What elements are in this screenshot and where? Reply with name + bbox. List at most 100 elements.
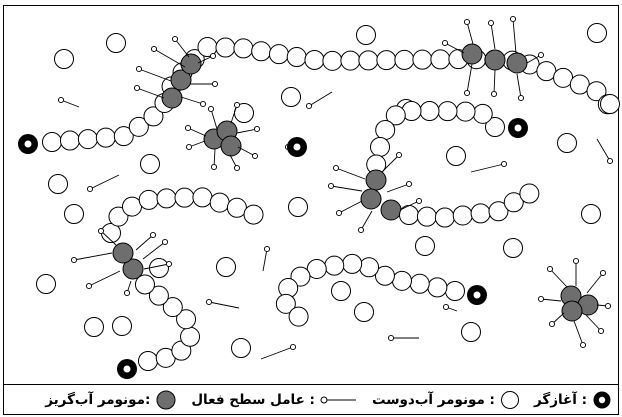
surfactant-tail (399, 200, 420, 211)
hydrophilic-monomer (446, 146, 466, 166)
surfactant-head (572, 257, 580, 265)
hydrophilic-monomer (268, 44, 289, 65)
hydrophilic-monomer (148, 285, 169, 306)
surfactant-head (517, 94, 525, 102)
hydrophilic-monomer (84, 317, 104, 337)
hydrophilic-monomer (174, 187, 195, 208)
hydrophilic-monomer (106, 33, 126, 53)
surfactant-icon (320, 393, 358, 407)
legend-item-hydrophobic-monomer: :مونومر آب‌گریز (45, 390, 177, 410)
hydrophilic-monomer (192, 187, 213, 208)
surfactant-tail (180, 96, 204, 105)
hydrophobic-monomer (180, 53, 202, 75)
hydrophilic-monomer (434, 207, 455, 228)
surfactant-tail (470, 163, 505, 173)
hydrophilic-monomer (149, 258, 169, 278)
hydrophilic-monomer (138, 351, 158, 371)
surfactant-head (57, 96, 65, 104)
surfactant-head (415, 197, 423, 205)
surfactant-head (70, 256, 78, 264)
surfactant-tail (444, 42, 465, 54)
hydrophilic-monomer (485, 117, 505, 137)
hydrophilic-monomer (138, 189, 159, 210)
hydrophilic-monomer (376, 50, 397, 71)
hydrophilic-monomer (324, 255, 345, 276)
surfactant-tail (143, 263, 170, 270)
hydrophilic-monomer (64, 204, 84, 224)
hydrophilic-monomer (216, 257, 236, 277)
hydrophilic-monomer (354, 302, 374, 322)
surfactant-tail (100, 230, 117, 246)
surfactant-tail (338, 200, 363, 214)
hydrophilic-monomer (385, 105, 406, 126)
surfactant-head (546, 265, 554, 273)
hydrophilic-monomer (455, 101, 476, 122)
surfactant-head (289, 343, 297, 351)
diagram-frame (3, 5, 620, 385)
surfactant-tail (135, 234, 154, 251)
hydrophilic-monomer (121, 196, 142, 217)
surfactant-head (387, 334, 395, 342)
hydrophilic-monomer (243, 204, 264, 225)
surfactant-head (537, 51, 545, 59)
surfactant-tail (88, 270, 121, 287)
surfactant-tail (60, 99, 80, 108)
surfactant-head (184, 124, 192, 132)
surfactant-tail (386, 183, 410, 193)
surfactant-head (490, 90, 498, 98)
hydrophilic-monomer (209, 192, 230, 213)
hydrophobic-monomer (112, 242, 134, 264)
hydrophilic-monomer (322, 50, 343, 71)
surfactant-tail (466, 63, 473, 94)
legend-item-hydrophilic-monomer: : مونومر آب‌دوست (372, 390, 520, 410)
surfactant-head (97, 227, 105, 235)
hydrophilic-monomer (470, 203, 491, 224)
initiator-core (24, 140, 32, 148)
surfactant-head (85, 282, 93, 290)
hydrophilic-monomer (536, 61, 557, 82)
hydrophobic-monomer (461, 43, 483, 65)
surfactant-head (463, 18, 471, 26)
hydrophilic-monomer (587, 23, 607, 43)
hydrophilic-monomer (472, 103, 493, 124)
hydrophilic-monomer (461, 322, 481, 342)
legend-label-initiator: : آغازگر (533, 391, 587, 408)
hydrophilic-monomer (600, 94, 620, 114)
hydrophilic-monomer (162, 297, 183, 318)
surfactant-head (211, 80, 219, 88)
hydrophilic-monomer (59, 130, 80, 151)
surfactant-head (606, 157, 614, 165)
hydrophilic-monomer (231, 338, 251, 358)
hydrophilic-monomer (488, 201, 509, 222)
initiator-core (473, 291, 481, 299)
surfactant-tail (89, 174, 120, 190)
surfactant-head (335, 209, 343, 217)
surfactant-tail (512, 18, 517, 54)
hydrophobic-monomer (561, 300, 583, 322)
hydrophilic-monomer (42, 132, 62, 152)
hydrophilic-monomer (77, 129, 98, 150)
hydrophilic-monomer (54, 49, 74, 69)
surfactant-tail (549, 268, 568, 288)
surfactant-head (161, 238, 169, 246)
hydrophilic-monomer (180, 326, 201, 347)
hydrophilic-monomer-icon (500, 390, 520, 410)
initiator-icon (592, 390, 612, 410)
surfactant-tail (236, 128, 258, 134)
surfactant-head (442, 303, 450, 311)
hydrophilic-monomer (399, 205, 419, 225)
hydrophilic-monomer (112, 316, 132, 336)
legend-item-initiator: : آغازگر (534, 390, 612, 410)
surfactant-tail (210, 108, 218, 130)
hydrophilic-monomer (419, 101, 440, 121)
hydrophilic-monomer (452, 205, 473, 226)
surfactant-head (207, 105, 215, 113)
surfactant-head (604, 302, 612, 310)
surfactant-tail (260, 346, 294, 360)
hydrophilic-monomer (95, 127, 116, 148)
hydrophilic-monomer (427, 277, 448, 298)
hydrophilic-monomer (134, 274, 155, 295)
surfactant-head (305, 102, 313, 110)
hydrophobic-monomer (220, 135, 242, 157)
hydrophobic-monomer (161, 87, 183, 109)
